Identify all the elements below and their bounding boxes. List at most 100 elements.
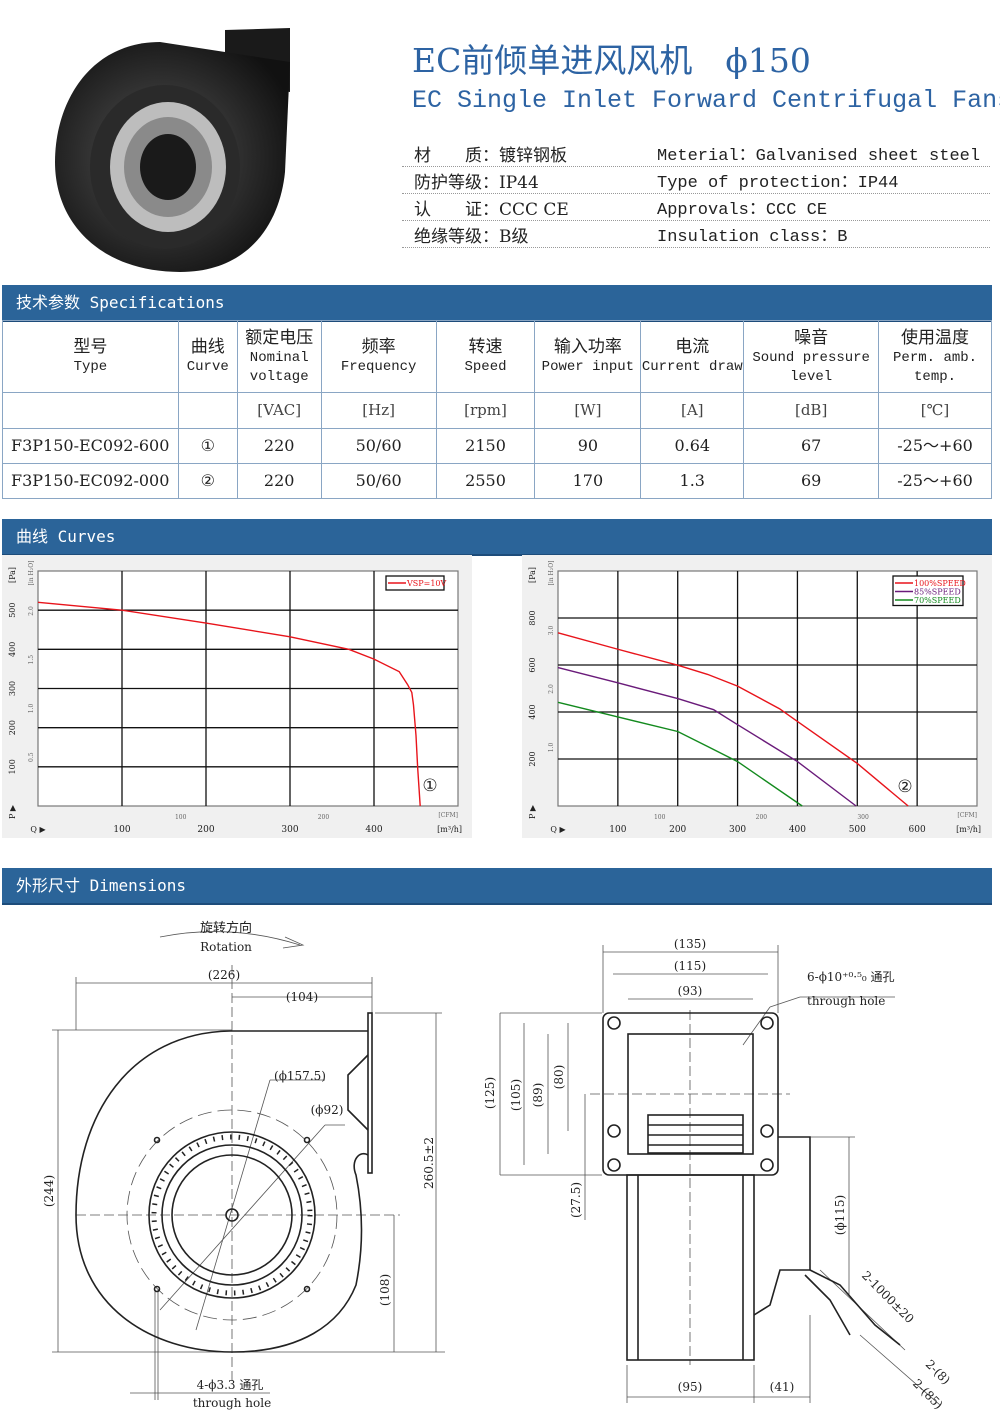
header-cn: 电流	[675, 337, 710, 358]
header-en: Current draw	[641, 359, 743, 376]
y-tick-label: 600	[528, 657, 537, 672]
inh2o-unit-label: [in H₂O]	[548, 561, 555, 586]
x-tick-label: 400	[365, 825, 382, 835]
y-axis-label: P ▶	[8, 804, 17, 819]
header-en: Power input	[541, 359, 635, 376]
header-en: Frequency	[340, 359, 417, 376]
table-cell: -25～+60	[878, 463, 992, 499]
unit-cell: [W]	[534, 392, 642, 429]
dim-260: 260.5±2	[422, 1137, 436, 1189]
y-unit-label: [Pa]	[8, 567, 17, 583]
inh2o-tick-label: 1.5	[28, 655, 35, 665]
cfm-unit-label: [CFM]	[957, 812, 977, 819]
x-tick-label: 300	[729, 825, 746, 835]
table-cell: ②	[177, 463, 238, 499]
dim-125: (125)	[483, 1077, 497, 1109]
side-holes-sublabel: through hole	[807, 994, 885, 1008]
dim-135: (135)	[674, 937, 706, 951]
inh2o-tick-label: 0.5	[28, 752, 35, 762]
curve-marker: ②	[897, 777, 912, 797]
x-tick-label: 200	[197, 825, 214, 835]
unit-cell: [A]	[640, 392, 745, 429]
dim-41: (41)	[770, 1380, 795, 1394]
y-axis-label: P ▶	[528, 804, 537, 819]
table-cell: -25～+60	[878, 428, 992, 464]
x-unit-label: [m³/h]	[437, 825, 462, 834]
unit-cell: [℃]	[878, 392, 992, 429]
property-en: Type of protection：IP44	[657, 174, 899, 193]
y-tick-label: 400	[8, 642, 17, 657]
header-en: Nominal voltage	[249, 350, 309, 385]
x-tick-label: 400	[789, 825, 806, 835]
plot-area	[557, 570, 978, 807]
dim-95: (95)	[678, 1380, 703, 1394]
dim-80: (80)	[552, 1065, 566, 1090]
rotation-label-cn: 旋转方向	[200, 920, 252, 936]
table-cell: 50/60	[320, 463, 437, 499]
y-unit-label: [Pa]	[528, 567, 537, 583]
header-en: Perm. amb. temp.	[893, 350, 978, 385]
header-cn: 使用温度	[901, 328, 970, 349]
table-cell: 220	[236, 428, 322, 464]
header-en: Curve	[186, 359, 229, 376]
cfm-unit-label: [CFM]	[438, 812, 458, 819]
side-view-drawing: (135) (115) (93) 6-ϕ10⁺⁰·⁵₀ 通孔 through h…	[483, 937, 953, 1412]
unit-cell: [rpm]	[435, 392, 536, 429]
series-line-vsp-10v	[37, 601, 421, 807]
cfm-tick-label: 100	[654, 814, 666, 821]
series-line-100-speed	[557, 632, 909, 807]
specifications-header: 技术参数 Specifications	[2, 285, 992, 322]
unit-cell	[2, 392, 179, 429]
inh2o-tick-label: 2.0	[548, 684, 555, 694]
table-cell: ①	[177, 428, 238, 464]
product-title-cn: EC前倾单进风风机 ϕ150	[412, 41, 811, 80]
x-tick-label: 300	[281, 825, 298, 835]
dim-244: (244)	[42, 1175, 56, 1207]
property-en: Insulation class：B	[657, 228, 848, 247]
header-cn: 额定电压	[245, 328, 314, 349]
property-row: 绝缘等级：B级 Insulation class：B	[402, 221, 990, 248]
property-en: Approvals：CCC CE	[657, 201, 828, 220]
dim-89: (89)	[531, 1083, 545, 1108]
table-cell: 69	[743, 463, 880, 499]
curve-marker: ①	[422, 776, 437, 796]
table-cell: 2550	[435, 463, 536, 499]
unit-cell	[177, 392, 238, 429]
x-tick-label: 100	[113, 825, 130, 835]
inh2o-tick-label: 2.0	[28, 606, 35, 616]
cfm-tick-label: 300	[857, 814, 869, 821]
inh2o-tick-label: 3.0	[548, 626, 555, 636]
legend-box	[385, 575, 445, 591]
dim-105: (105)	[509, 1079, 523, 1111]
side-holes-label: 6-ϕ10⁺⁰·⁵₀ 通孔	[807, 970, 895, 984]
product-title-en: EC Single Inlet Forward Centrifugal Fans	[412, 86, 1000, 115]
header-cn: 转速	[468, 337, 503, 358]
x-axis-label: Q ▶	[30, 825, 46, 834]
y-tick-label: 200	[528, 751, 537, 766]
legend-label: VSP=10V	[406, 579, 447, 588]
x-tick-label: 600	[909, 825, 926, 835]
x-tick-label: 500	[849, 825, 866, 835]
table-cell: 170	[534, 463, 642, 499]
cfm-tick-label: 200	[756, 814, 768, 821]
dim-226: (226)	[208, 968, 240, 982]
inh2o-tick-label: 1.0	[28, 704, 35, 714]
header-cn: 曲线	[190, 337, 225, 358]
property-cn: 绝缘等级：B级	[414, 226, 529, 247]
dim-93: (93)	[678, 984, 703, 998]
dim-115: (115)	[674, 959, 706, 973]
x-tick-label: 100	[609, 825, 626, 835]
x-unit-label: [m³/h]	[956, 825, 981, 834]
header-cn: 噪音	[794, 328, 829, 349]
legend-label: 100%SPEED	[914, 579, 966, 588]
mount-holes-label: 4-ϕ3.3 通孔	[197, 1378, 264, 1392]
mount-holes-sublabel: through hole	[193, 1396, 271, 1410]
y-tick-label: 500	[8, 603, 17, 618]
